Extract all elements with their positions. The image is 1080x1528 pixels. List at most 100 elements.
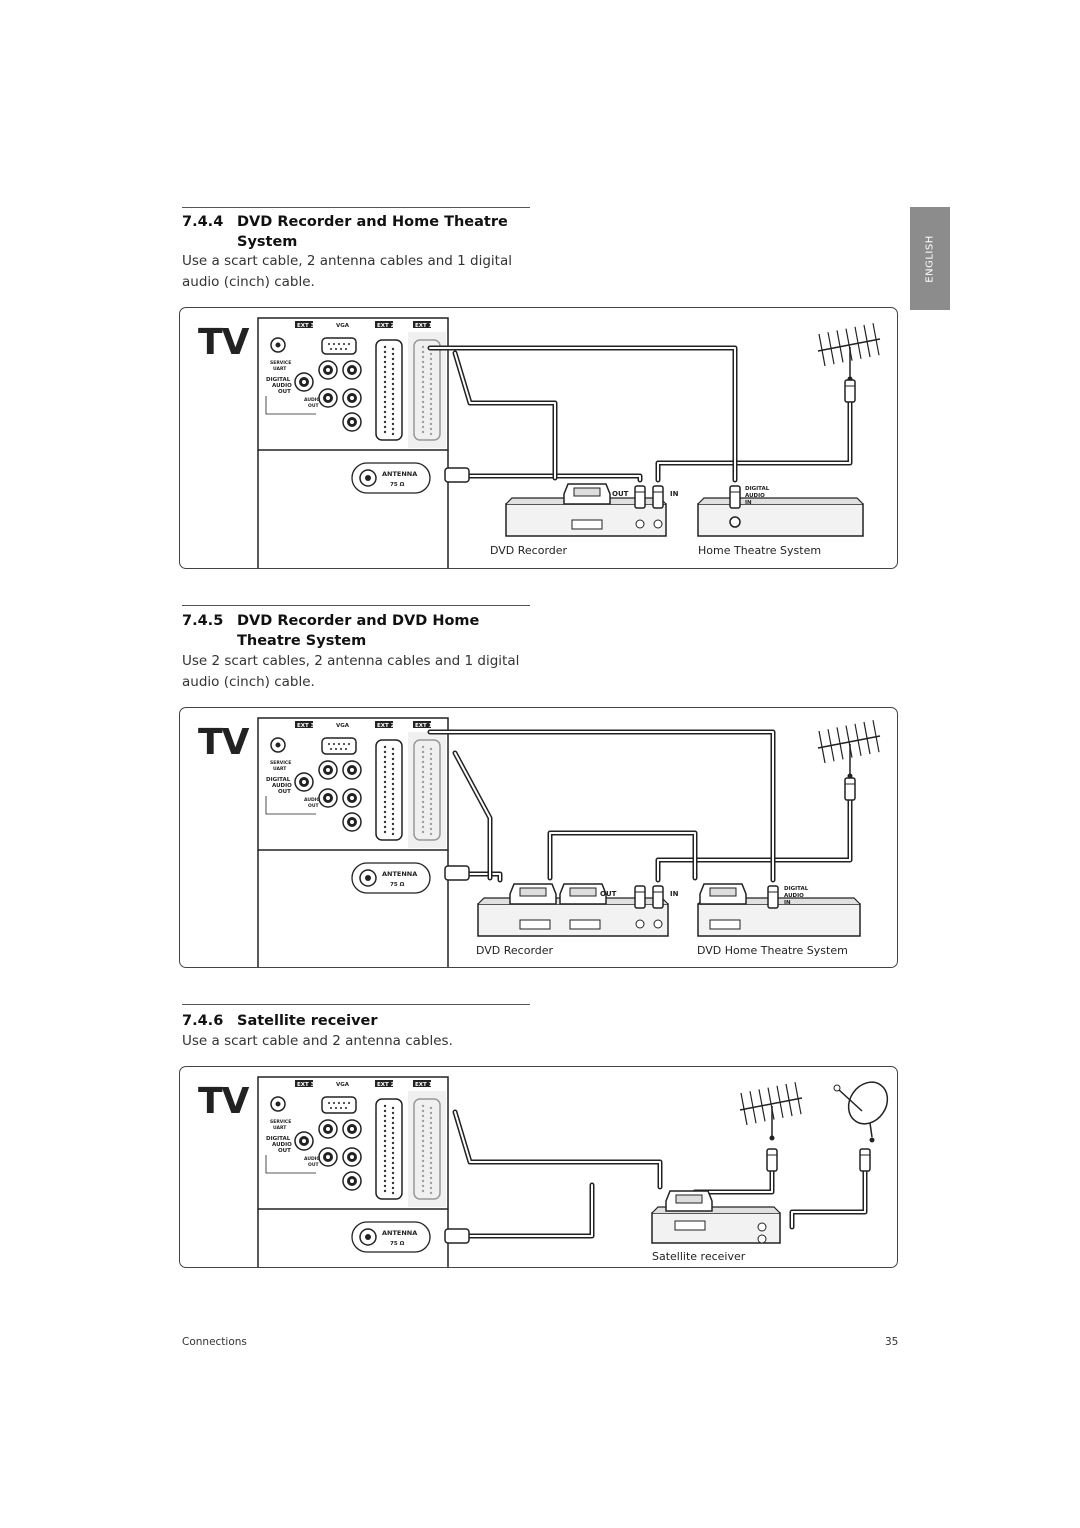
- ext1-badge: [413, 1080, 431, 1087]
- scart-ext2-pin: [391, 832, 395, 836]
- scart-ext2-pin: [383, 420, 387, 424]
- scart-ext2-pin: [383, 390, 387, 394]
- vga-pin: [345, 348, 347, 350]
- scart-ext2-pin: [383, 810, 387, 814]
- scart-ext2-pin: [391, 1166, 395, 1170]
- digital-audio-jack-pin: [302, 1139, 306, 1143]
- scart-ext2-pin: [383, 1149, 387, 1153]
- scart-ext2: [375, 739, 403, 841]
- dvd-scart-plug-grip: [573, 487, 601, 497]
- scart-ext2-pin: [391, 427, 395, 431]
- vga-port: [321, 1096, 357, 1114]
- roof-antenna: [817, 720, 881, 779]
- vga-pin: [335, 1107, 337, 1109]
- scart-ext2-pin: [383, 795, 387, 799]
- scart-ext2-pin: [383, 1104, 387, 1108]
- ext3-badge: [295, 1080, 313, 1087]
- device-label-dvd-recorder: DVD Recorder: [490, 544, 568, 557]
- scart-ext2-pin: [391, 402, 395, 406]
- ext2-label: EXT 2: [377, 723, 395, 729]
- vga-pin: [335, 748, 337, 750]
- ht-scart-port: [709, 919, 741, 930]
- out-label: OUT: [278, 389, 291, 395]
- dvd-ant-in: [653, 519, 663, 529]
- section-title-line2: System: [237, 234, 298, 250]
- ht-audio-label: AUDIO: [784, 893, 804, 899]
- roof-antenna-element: [818, 730, 826, 764]
- scart-ext2-pin: [391, 372, 395, 376]
- scart-ext2-pin: [391, 782, 395, 786]
- scart-ext2-pin: [391, 407, 395, 411]
- dish-cable: [789, 1166, 868, 1230]
- roof-antenna-element: [758, 1089, 766, 1122]
- section-divider: [182, 605, 530, 606]
- device-label-satellite-receiver: Satellite receiver: [652, 1250, 746, 1263]
- av-jack-1-pin: [326, 1127, 330, 1131]
- scart-ext2-pin: [383, 820, 387, 824]
- scart-ext2-pin: [391, 802, 395, 806]
- vga-pin: [348, 343, 350, 345]
- ht-scart-plug-grip: [709, 887, 737, 897]
- vga-pin: [330, 748, 332, 750]
- satellite-dish-stand: [869, 1122, 873, 1138]
- audio-bracket: [265, 796, 316, 815]
- scart-ext2-pin: [391, 1106, 395, 1110]
- scart-cable: [452, 350, 558, 481]
- vga-pin: [328, 743, 330, 745]
- scart-ext2-pin: [383, 360, 387, 364]
- scart-ext2-pin: [391, 807, 395, 811]
- antenna-ohm-label: 75 Ω: [390, 1241, 405, 1247]
- roof-antenna-element: [863, 324, 871, 358]
- scart-ext2-pin: [383, 780, 387, 784]
- scart-ext2-pin: [391, 1136, 395, 1140]
- section-divider: [182, 207, 530, 208]
- device-label-home-theatre: Home Theatre System: [698, 544, 822, 557]
- vga-pin: [340, 1107, 342, 1109]
- scart-ext2-pin: [391, 417, 395, 421]
- vga-pin: [335, 348, 337, 350]
- tv-label: TV: [198, 322, 249, 363]
- uart-label: UART: [273, 1125, 287, 1131]
- ext3-label: EXT 3: [297, 723, 315, 729]
- section-description: Use a scart cable, 2 antenna cables and …: [182, 253, 512, 290]
- audio-jack-r-pin: [350, 396, 354, 400]
- roof-antenna-element: [872, 323, 880, 356]
- scart-ext2-pin: [391, 787, 395, 791]
- ext3-label: EXT 3: [297, 323, 315, 329]
- scart-ext2-pin: [383, 385, 387, 389]
- scart-ext2-pin: [391, 777, 395, 781]
- scart-ext2-pin: [383, 1124, 387, 1128]
- antenna-socket-pin: [365, 875, 371, 881]
- vga-label: VGA: [336, 323, 350, 329]
- antenna-cable-to-dvd-core: [657, 385, 851, 481]
- scart-ext2: [375, 1098, 403, 1200]
- scart-ext2-pin: [383, 1159, 387, 1163]
- ht-audio-label: AUDIO: [745, 493, 765, 499]
- audio-bracket: [265, 396, 316, 415]
- sat-scart-plug-grip: [675, 1194, 703, 1204]
- scart-ext2-pin: [383, 1144, 387, 1148]
- roof-antenna-element: [827, 729, 835, 762]
- scart-ext2-pin: [391, 412, 395, 416]
- scart-ext2-pin: [391, 752, 395, 756]
- language-tab-label: ENGLISH: [924, 234, 936, 283]
- dvd-ant-in-plug: [652, 885, 664, 909]
- vga-pin: [348, 1102, 350, 1104]
- sat-scart-port: [674, 1220, 706, 1231]
- antenna-plug-tv: [444, 467, 470, 483]
- digital-audio-cable-core: [429, 347, 736, 481]
- footer-page-number: 35: [885, 1336, 899, 1348]
- scart-ext2-pin: [383, 1109, 387, 1113]
- scart-ext2-pin: [383, 745, 387, 749]
- audio-label: AUDIO: [272, 383, 292, 389]
- scart-ext2-pin: [391, 382, 395, 386]
- dish-cable-core: [791, 1168, 866, 1228]
- roof-antenna-element: [785, 1083, 793, 1117]
- dvd-ant-in-plug: [652, 485, 664, 509]
- dvd-out-label: OUT: [600, 890, 617, 898]
- scart-ext2-pin: [391, 812, 395, 816]
- dvd-ant-out-plug: [634, 485, 646, 509]
